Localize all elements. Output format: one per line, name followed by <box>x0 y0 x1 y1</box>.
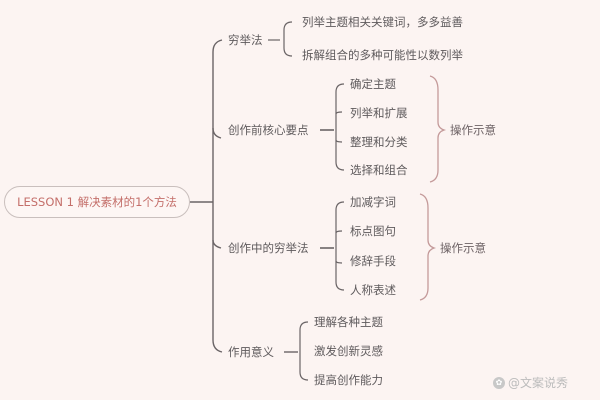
note-operation-demo-1[interactable]: 操作示意 <box>450 123 496 137</box>
leaf-organize-classify[interactable]: 整理和分类 <box>350 135 408 149</box>
leaf-list-keywords[interactable]: 列举主题相关关键词，多多益善 <box>302 15 463 29</box>
leaf-decompose-combinations[interactable]: 拆解组合的多种可能性以数列举 <box>302 48 463 62</box>
leaf-select-combine[interactable]: 选择和组合 <box>350 163 408 177</box>
leaf-rhetoric[interactable]: 修辞手段 <box>350 254 396 268</box>
note-operation-demo-2[interactable]: 操作示意 <box>440 241 486 255</box>
leaf-punctuation-sentences[interactable]: 标点图句 <box>350 224 396 238</box>
leaf-define-theme[interactable]: 确定主题 <box>350 77 396 91</box>
leaf-add-remove-words[interactable]: 加减字词 <box>350 195 396 209</box>
leaf-improve-ability[interactable]: 提高创作能力 <box>314 373 383 387</box>
leaf-inspire-innovation[interactable]: 激发创新灵感 <box>314 344 383 358</box>
watermark-text: @文案说秀 <box>508 376 569 390</box>
leaf-list-expand[interactable]: 列举和扩展 <box>350 106 408 120</box>
branch-pre-creation-points[interactable]: 创作前核心要点 <box>228 123 309 137</box>
root-label: LESSON 1 解决素材的1个方法 <box>17 195 177 209</box>
watermark: ✿ @文案说秀 <box>493 374 568 391</box>
root-node[interactable]: LESSON 1 解决素材的1个方法 <box>4 186 190 218</box>
branch-exhaustive-method[interactable]: 穷举法 <box>228 33 263 47</box>
branch-in-creation-method[interactable]: 创作中的穷举法 <box>228 241 309 255</box>
branch-significance[interactable]: 作用意义 <box>228 345 274 359</box>
leaf-person-narration[interactable]: 人称表述 <box>350 283 396 297</box>
leaf-understand-themes[interactable]: 理解各种主题 <box>314 315 383 329</box>
account-icon: ✿ <box>493 376 505 389</box>
